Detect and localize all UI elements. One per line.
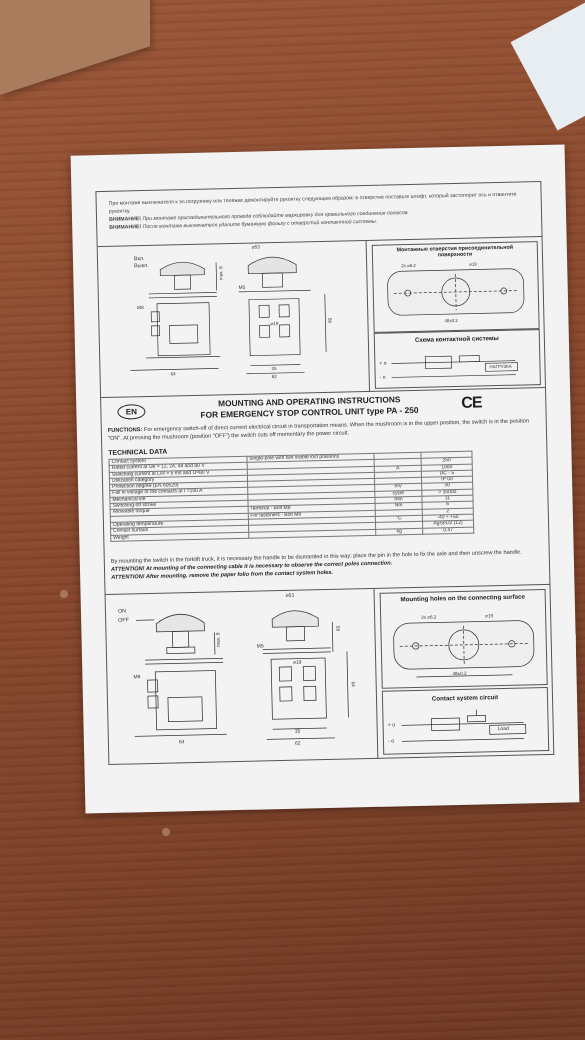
mounting-notes: By mounting the switch in the forklift t… xyxy=(111,548,541,582)
ru-dim-58: 58 xyxy=(327,317,333,324)
ru-holes-drawing xyxy=(387,268,525,316)
russian-instructions: При монтаже выключателя к эл.погрузчику … xyxy=(109,190,530,232)
holes-48-dim: 48±0.2 xyxy=(452,670,467,677)
ru-dim-m5: M5 xyxy=(238,285,246,291)
ru-dim-max8: max. 8 xyxy=(218,266,224,281)
dim-64-bottom: 64 xyxy=(178,739,185,746)
ru-load-label: НАГРУЗКА xyxy=(489,363,512,370)
contact-circuit-box: Contact system circuit + o - o Load xyxy=(381,686,550,755)
ru-holes-19: ⌀19 xyxy=(469,261,477,267)
ru-plus-terminal: + o xyxy=(379,360,387,367)
mounting-holes-box: Mounting holes on the connecting surface… xyxy=(379,589,548,689)
ru-dim-64: 64 xyxy=(170,371,176,377)
en-switch-drawing xyxy=(134,610,349,740)
load-label: Load xyxy=(497,725,509,733)
ru-dim-19: ⌀19 xyxy=(270,321,279,327)
plus-terminal: + o xyxy=(387,722,396,729)
language-badge: EN xyxy=(117,404,146,420)
ru-holes-box: Монтажные отверстия присоединительной по… xyxy=(371,241,540,333)
ru-dim-62: 62 xyxy=(271,374,277,380)
mounting-holes-drawing xyxy=(393,620,535,678)
dim-dia-53: ⌀53 xyxy=(285,592,295,599)
dim-35: 35 xyxy=(294,728,301,735)
document-title: MOUNTING AND OPERATING INSTRUCTIONS FOR … xyxy=(179,393,439,421)
dim-m5: M5 xyxy=(256,643,264,650)
wood-knot xyxy=(60,590,68,598)
ru-dim-35: 35 xyxy=(271,366,277,372)
ru-dim-53: ⌀53 xyxy=(251,245,261,251)
dim-m8: M8 xyxy=(133,674,141,681)
en-drawing-section: ON OFF xyxy=(105,583,554,765)
ru-switch-drawing xyxy=(130,256,327,375)
dim-64-side: 64 xyxy=(349,681,355,687)
ce-mark-icon: CE xyxy=(461,394,482,412)
contact-circuit-diagram xyxy=(401,709,527,742)
ru-contact-diagram xyxy=(391,355,518,378)
ru-holes-2x: 2x ⌀6.2 xyxy=(401,262,416,269)
wood-knot xyxy=(162,828,170,836)
spec-value-cell: 0.47 xyxy=(422,526,474,535)
technical-data-title: TECHNICAL DATA xyxy=(108,448,168,457)
ru-dim-m8: M8 xyxy=(137,306,144,312)
ru-holes-48: 48±0.2 xyxy=(444,317,458,324)
dim-62: 62 xyxy=(294,740,301,747)
instruction-sheet: При монтаже выключателя к эл.погрузчику … xyxy=(70,144,580,814)
instruction-frame: При монтаже выключателя к эл.погрузчику … xyxy=(95,181,555,765)
dim-dia-19: ⌀19 xyxy=(293,660,302,666)
ru-minus-terminal: - o xyxy=(379,374,386,381)
ru-drawing-section: Вкл. Выкл. xyxy=(97,236,545,399)
minus-terminal: - o xyxy=(387,738,395,745)
spec-unit-cell: kg xyxy=(375,527,423,536)
holes-2x-dim: 2x ⌀6.2 xyxy=(421,614,437,620)
holes-19-dim: ⌀19 xyxy=(485,613,494,619)
dim-max-8: max. 8 xyxy=(216,632,222,647)
dim-58: 58 xyxy=(334,625,340,632)
ru-contact-box: Схема контактной системы + o - o НАГРУЗК… xyxy=(373,329,541,389)
functions-label: FUNCTIONS: xyxy=(107,427,143,434)
